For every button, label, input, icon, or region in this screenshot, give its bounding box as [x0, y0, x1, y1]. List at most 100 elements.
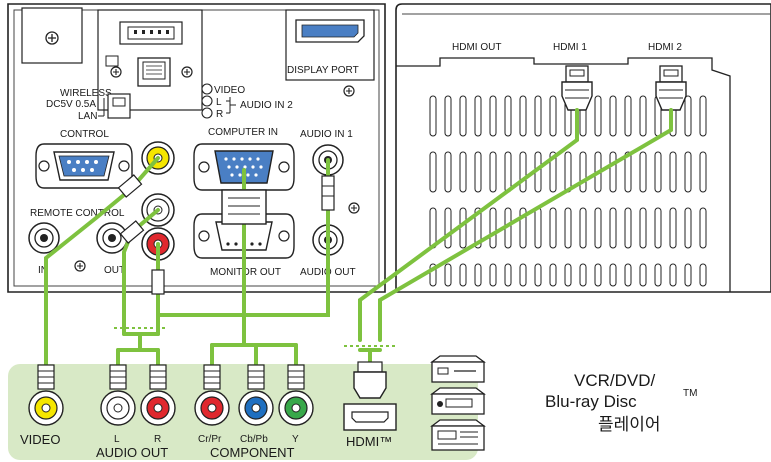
hdmi-1-plug [561, 65, 593, 111]
vent-slot [624, 263, 632, 287]
label-source-cr-pr: Cr/Pr [198, 434, 222, 445]
projector-panel-right: HDMI OUT HDMI 1 HDMI 2 [395, 3, 771, 293]
label-audio-in-1: AUDIO IN 1 [300, 129, 353, 140]
vent-slot [699, 263, 707, 287]
label-devices-tm: TM [683, 388, 697, 399]
vent-slot [429, 207, 437, 249]
vent-slot [684, 151, 692, 193]
vent-slot [504, 151, 512, 193]
label-source-l: L [114, 434, 120, 445]
label-remote-in: IN [38, 265, 48, 276]
label-hdmi-2: HDMI 2 [648, 42, 682, 53]
vent-slot [654, 207, 662, 249]
label-devices-line2: Blu-ray Disc [545, 392, 637, 411]
vent-slot [579, 263, 587, 287]
vent-slot [684, 207, 692, 249]
label-l-in: L [216, 97, 222, 108]
vent-slot [474, 151, 482, 193]
label-source-component: COMPONENT [210, 445, 295, 460]
vent-slot [609, 207, 617, 249]
vent-slot [489, 151, 497, 193]
vent-slot [654, 151, 662, 193]
vent-slot [459, 95, 467, 137]
vent-slot [609, 263, 617, 287]
label-source-r: R [154, 434, 161, 445]
audio-l-plug [119, 220, 145, 244]
vent-slot [519, 95, 527, 137]
vent-slot [579, 207, 587, 249]
projector-panel-left: WIRELESS DC5V 0.5A LAN DISPLAY PORT VIDE… [7, 3, 386, 293]
vent-slot [549, 207, 557, 249]
screw-icon [110, 66, 122, 78]
vent-slot [699, 207, 707, 249]
vent-slot [654, 263, 662, 287]
vent-slot [579, 151, 587, 193]
vent-slot [639, 151, 647, 193]
audio-l-rca-plug [100, 364, 136, 426]
label-source-cb-pb: Cb/Pb [240, 434, 268, 445]
screw-icon [343, 85, 355, 97]
hdmi-2-plug [655, 65, 687, 111]
label-wireless: WIRELESS [60, 88, 112, 99]
vent-slot [699, 151, 707, 193]
vent-slot [489, 263, 497, 287]
vent-slot [444, 95, 452, 137]
label-r-in: R [216, 109, 223, 120]
component-cb-plug [238, 364, 274, 426]
label-hdmi-1: HDMI 1 [553, 42, 587, 53]
vent-slot [669, 263, 677, 287]
audio-r-rca-plug [140, 364, 176, 426]
vent-slot [699, 95, 707, 137]
audio-in-1-plug [321, 175, 335, 211]
vent-slot [444, 151, 452, 193]
vent-slot [474, 263, 482, 287]
label-remote-out: OUT [104, 265, 125, 276]
audio-r-plug [151, 269, 165, 295]
vent-slot [639, 263, 647, 287]
label-devices-line3: 플레이어 [598, 415, 661, 434]
label-display-port: DISPLAY PORT [287, 65, 359, 76]
vga-plug [221, 189, 267, 225]
component-cr-plug [194, 364, 230, 426]
label-computer-in: COMPUTER IN [208, 127, 278, 138]
label-control: CONTROL [60, 129, 109, 140]
vent-slot [594, 263, 602, 287]
vent-slot [534, 263, 542, 287]
label-power: DC5V 0.5A [46, 99, 96, 110]
label-source-y: Y [292, 434, 299, 445]
label-source-audio-out: AUDIO OUT [96, 445, 168, 460]
vcr-icon [430, 355, 486, 383]
vent-slot [474, 207, 482, 249]
label-devices-line1: VCR/DVD/ [574, 371, 656, 390]
vent-slot [594, 95, 602, 137]
vent-slot [609, 151, 617, 193]
label-remote-control: REMOTE CONTROL [30, 208, 125, 219]
vent-slot [474, 95, 482, 137]
vent-slot [564, 263, 572, 287]
video-rca-plug [28, 364, 64, 426]
vent-slot [444, 263, 452, 287]
vent-slot [444, 207, 452, 249]
label-source-video: VIDEO [20, 432, 60, 447]
vent-slot [669, 207, 677, 249]
label-audio-in-2: AUDIO IN 2 [240, 100, 293, 111]
hdmi-source-plug [343, 361, 397, 431]
remote-in-jack [28, 222, 60, 254]
vent-slot [669, 151, 677, 193]
label-lan: LAN [78, 111, 97, 122]
vent-slot [624, 151, 632, 193]
label-video-in: VIDEO [214, 85, 245, 96]
vent-slot [549, 151, 557, 193]
vent-slot [429, 95, 437, 137]
vent-slot [564, 151, 572, 193]
screw-icon [181, 66, 193, 78]
vent-slot [459, 151, 467, 193]
vent-slot [609, 95, 617, 137]
vent-slot [594, 207, 602, 249]
screw-icon [45, 31, 59, 45]
vent-slot [564, 207, 572, 249]
cables [44, 108, 673, 367]
vent-slot [519, 151, 527, 193]
